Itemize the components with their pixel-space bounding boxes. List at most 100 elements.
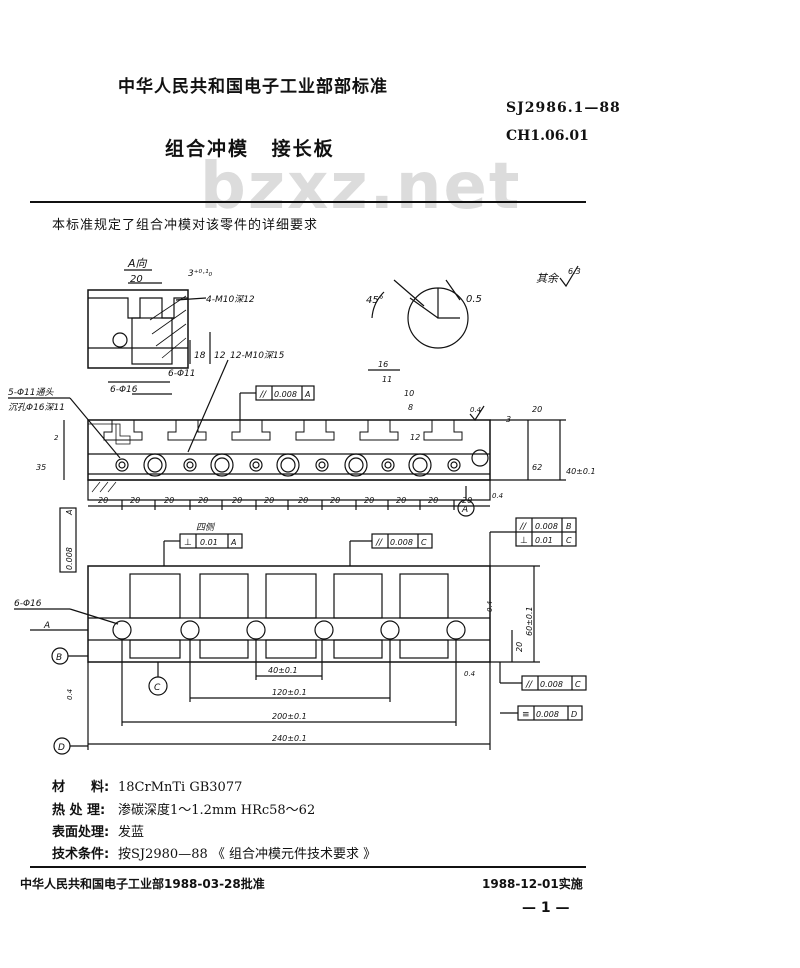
spec-tech-value: 按SJ2980—88 《 组合冲模元件技术要求 》 [118,847,377,862]
dim-240: 240±0.1 [272,734,307,743]
svg-text://: // [519,522,527,532]
pitch-1: 20 [130,496,140,505]
pitch-3: 20 [198,496,208,505]
pitch-11: 20 [98,496,108,505]
svg-text://: // [525,680,533,690]
dim-35: 35 [36,463,46,472]
phi16-holes: 6-Φ16 [14,599,42,609]
footer-divider [30,866,586,868]
datum-d: D [58,743,65,753]
rough-04-left: 0.4 [66,689,74,700]
dim-60: 60±0.1 [525,606,534,636]
view-label: A向 [127,257,148,270]
note-four-sides: 四侧 [196,522,216,533]
dim-10: 10 [404,389,414,398]
document-title: 组合冲模 接长板 [165,138,335,160]
pitch-2: 20 [164,496,174,505]
symmetry-bottom-tol: 0.008 [536,710,559,719]
dim-11: 11 [382,375,392,384]
dim-200: 200±0.1 [272,712,307,721]
svg-text://: // [259,390,267,400]
approval-line: 中华人民共和国电子工业部1988-03-28批准 [20,877,265,891]
front-view: 5-Φ11通头 沉孔Φ16深11 12-M10深15 // 0.008 A 16… [8,350,596,573]
section-label-a: A [43,621,50,631]
dim-40-front: 40±0.1 [566,467,596,476]
perp-right-ref: C [566,536,572,545]
dim-20-plan: 20 [515,642,524,652]
page-number: — 1 — [522,900,570,916]
dim-120: 120±0.1 [272,688,307,697]
spec-material: 材 料: 18CrMnTi GB3077 [52,776,242,795]
spec-heat-value: 渗碳深度1～1.2mm HRc58～62 [118,803,316,818]
svg-text:≡: ≡ [522,710,530,720]
parallel-tol-front: 0.008 [274,390,297,399]
chamfer-0-5: 0.5 [466,294,482,305]
svg-text:⊥: ⊥ [184,538,192,548]
spec-surface-label: 表面处理: [52,825,110,840]
spec-surface-treatment: 表面处理: 发蓝 [52,821,144,840]
angle-45: 45° [366,295,384,306]
dim-2: 2 [54,434,59,442]
dim-20-right: 20 [532,405,542,414]
spec-surface-value: 发蓝 [118,825,145,840]
datum-b: B [56,653,62,663]
detail-view: 45° 0.5 [366,279,482,349]
spec-material-label: 材 料: [52,780,110,795]
thread-12-m10: 12-M10深15 [230,350,285,361]
parallel-left-tol: 0.008 [65,547,74,570]
pitch-6: 20 [298,496,308,505]
rough-04-bottom: 0.4 [492,492,503,500]
dim-16: 16 [378,360,388,369]
dim-6-phi16-top: 6-Φ16 [110,385,138,395]
parallel-top-mid-ref: C [421,538,427,547]
dim-3: 3⁺⁰·¹₀ [188,269,213,279]
spec-heat-label: 热 处 理: [52,803,106,818]
datum-a-front: A [461,505,468,515]
pitch-9: 20 [396,496,406,505]
rest-roughness: 其余 6.3 [536,265,581,288]
standard-number: SJ2986.1—88 [506,100,621,116]
dim-20-top: 20 [130,274,143,285]
perp-top-ref: A [230,538,236,547]
pitch-7: 20 [330,496,340,505]
thread-4-m10: 4-M10深12 [206,294,255,305]
counterbore-phi16: 沉孔Φ16深11 [8,402,65,413]
parallel-ref-front: A [304,390,310,399]
symmetry-bottom-ref: D [571,710,577,719]
pitch-8: 20 [364,496,374,505]
hole-5-phi11: 5-Φ11通头 [8,387,55,398]
parallel-right-ref: B [566,522,572,531]
header-divider [30,201,586,203]
effective-date: 1988-12-01实施 [482,877,583,891]
intro-text: 本标准规定了组合冲模对该零件的详细要求 [52,218,319,233]
parallel-top-mid-tol: 0.008 [390,538,413,547]
dim-8: 8 [408,403,413,412]
plan-view: 四侧 ⊥ 0.01 A // 0.008 C // 0.008 B ⊥ 0.01… [14,517,587,755]
issuing-organization: 中华人民共和国电子工业部部标准 [118,77,388,97]
svg-text://: // [375,538,383,548]
dim-12-left: 12 [410,433,420,442]
pitch-10: 20 [428,496,438,505]
rest-roughness-label: 其余 [536,272,560,285]
spec-material-value: 18CrMnTi GB3077 [118,780,243,795]
rough-04-plan-bottom: 0.4 [464,670,475,678]
datum-c: C [154,683,161,693]
pitch-5: 20 [264,496,274,505]
parallel-right-tol: 0.008 [535,522,558,531]
parallel-bottom-tol: 0.008 [540,680,563,689]
rough-04-right: 0.4 [486,601,494,612]
dim-40-plan: 40±0.1 [268,666,298,675]
dim-6-phi11: 6-Φ11 [168,369,196,379]
dim-18: 18 [194,351,206,361]
svg-text:⊥: ⊥ [520,536,528,546]
rest-roughness-value: 6.3 [568,267,581,276]
parallel-bottom-ref: C [575,680,581,689]
pitch-4: 20 [232,496,242,505]
spec-tech-label: 技术条件: [52,847,110,862]
perp-top-tol: 0.01 [200,538,218,547]
rough-04-front: 0.4 [470,406,481,414]
watermark: bzxz.net [200,150,522,224]
dim-12: 12 [214,351,226,361]
spec-heat-treatment: 热 处 理: 渗碳深度1～1.2mm HRc58～62 [52,799,315,818]
